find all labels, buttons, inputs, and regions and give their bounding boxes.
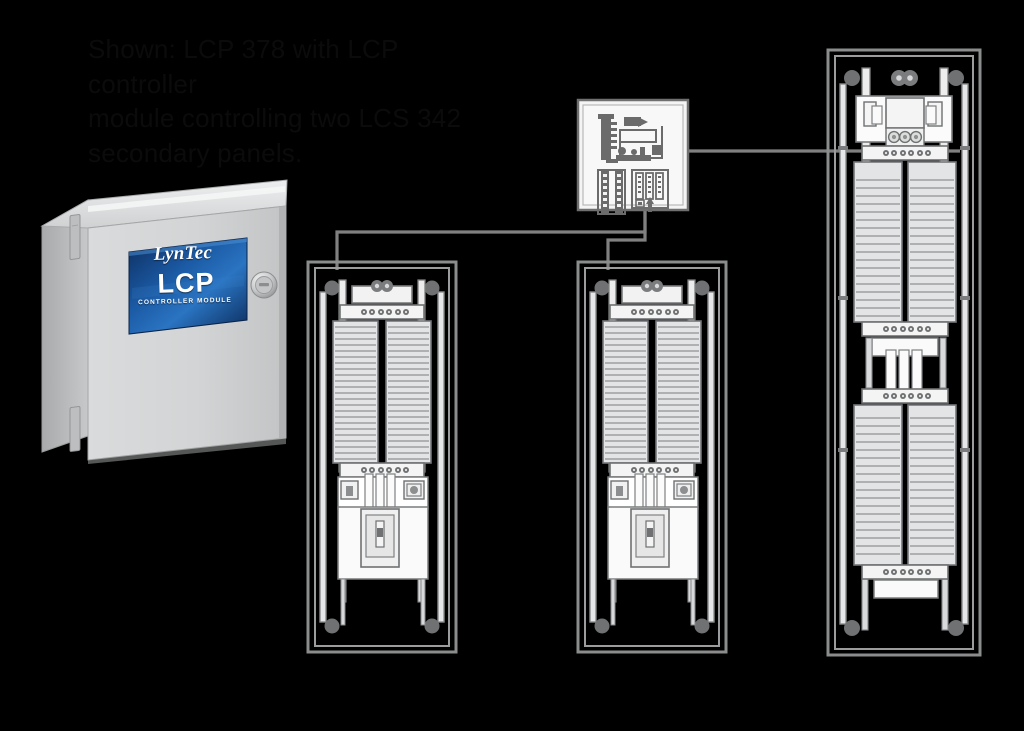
mount-bolt (844, 620, 860, 636)
enclosure-latch-lock (250, 271, 278, 299)
lcs-342-secondary-panel-middle (576, 260, 728, 654)
breaker-column-left (602, 320, 649, 464)
mount-bolt (324, 280, 340, 296)
main-breaker-assembly (337, 473, 429, 626)
interconnect-bus (865, 337, 947, 393)
mount-bolt (948, 620, 964, 636)
mount-bolt (594, 280, 610, 296)
breaker-section-upper (853, 161, 957, 323)
lcp-controller-enclosure[interactable] (36, 168, 302, 464)
mount-bolt (594, 618, 610, 634)
module-terminal-strip (597, 169, 626, 215)
module-processor-outline (619, 126, 663, 159)
breaker-column-right (655, 320, 702, 464)
mount-bolt (694, 280, 710, 296)
main-breaker-assembly (607, 473, 699, 626)
breaker-column-left (332, 320, 379, 464)
enclosure-brand-plate (128, 237, 248, 335)
breaker-column-right (385, 320, 432, 464)
mount-bolt (948, 70, 964, 86)
mount-bolt (844, 70, 860, 86)
enclosure-hinge-top (69, 214, 81, 260)
breaker-section-lower (853, 404, 957, 566)
wire-to-left-panel (335, 210, 647, 270)
primary-main-gear (855, 95, 953, 147)
enclosure-left-side (41, 199, 89, 453)
mount-bolt (694, 618, 710, 634)
mount-bolt (424, 618, 440, 634)
diagram-caption: Shown: LCP 378 with LCP controller modul… (88, 34, 462, 168)
lcp-378-primary-panel (826, 48, 982, 657)
enclosure-hinge-bottom (69, 406, 81, 452)
mount-bolt (424, 280, 440, 296)
lcs-342-secondary-panel-left (306, 260, 458, 654)
mount-bolt (324, 618, 340, 634)
lcp-controller-module-board (576, 98, 690, 215)
enclosure-front-door (87, 205, 287, 461)
module-relay-board (631, 169, 669, 212)
